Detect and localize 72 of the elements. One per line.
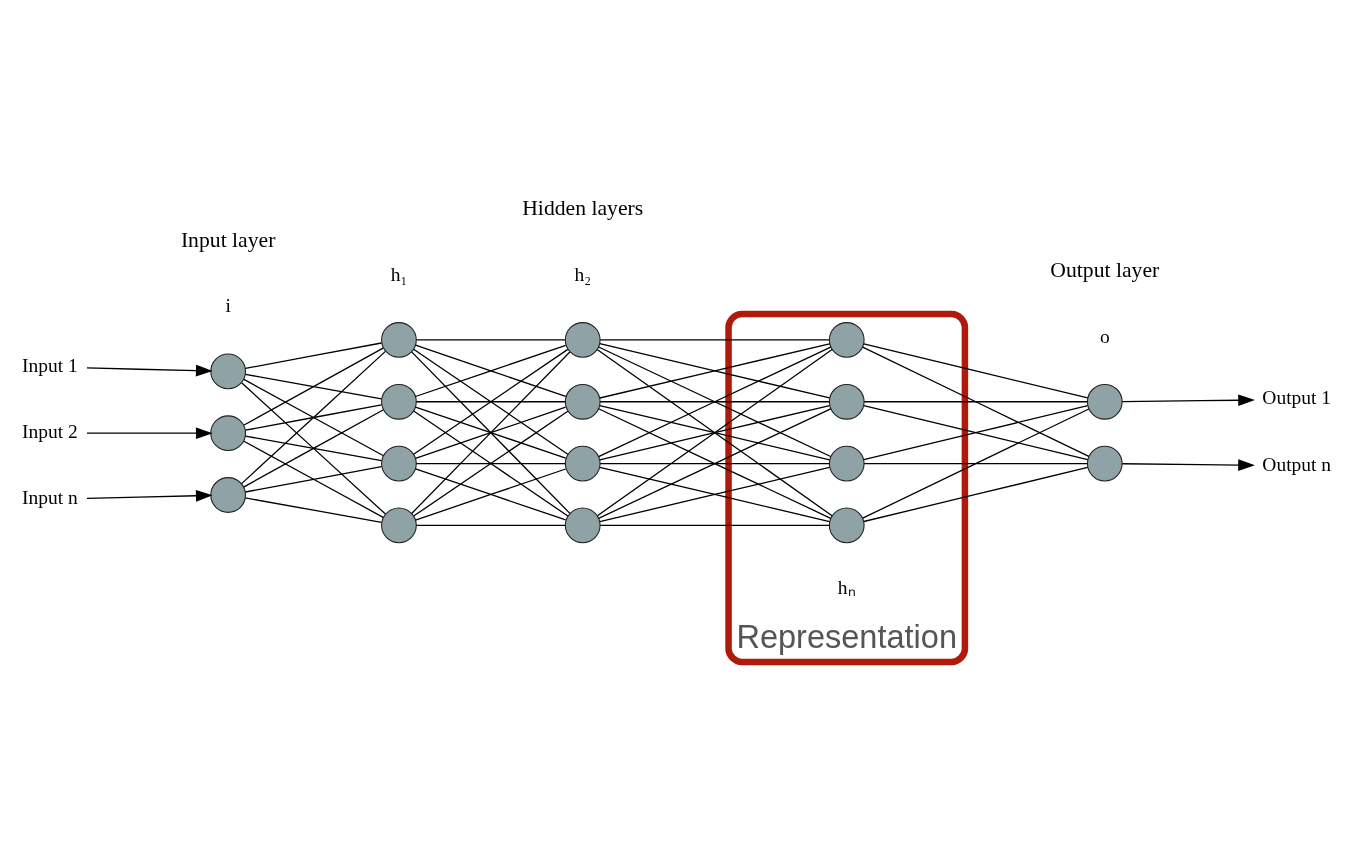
arrow — [86, 489, 213, 502]
connector — [242, 347, 384, 426]
node-circle — [564, 445, 601, 481]
node-circle — [828, 506, 865, 543]
connector — [243, 378, 384, 456]
node-circle — [828, 445, 865, 481]
connector — [863, 404, 1089, 460]
connector — [415, 524, 566, 526]
label: h₁ — [390, 263, 408, 285]
connector — [413, 348, 569, 455]
label: Hidden layers — [522, 195, 644, 220]
label: hₙ — [837, 576, 856, 598]
connector — [862, 346, 1090, 457]
connector — [244, 434, 383, 461]
connector — [598, 407, 832, 519]
node-circle — [564, 321, 601, 358]
node-circle — [381, 506, 417, 543]
node-circle — [381, 445, 417, 481]
connector — [243, 440, 384, 518]
label: Input layer — [180, 227, 276, 252]
connector — [862, 407, 1090, 519]
connector — [599, 462, 830, 464]
connector — [241, 350, 387, 484]
connector — [242, 408, 384, 488]
label: o — [1099, 325, 1110, 347]
connector — [241, 381, 387, 515]
connector — [414, 344, 567, 397]
node-circle — [828, 321, 865, 358]
node-circle — [210, 353, 247, 389]
node-circle — [381, 321, 417, 358]
connector — [411, 350, 571, 514]
label: Output layer — [1050, 257, 1160, 282]
node-text: Input 2 — [21, 420, 78, 442]
arrow — [86, 364, 213, 376]
node-circle — [381, 383, 417, 420]
connector — [863, 462, 1088, 464]
label: i — [225, 294, 231, 316]
connector — [244, 341, 383, 369]
node-text: Input n — [21, 486, 78, 508]
connector — [415, 400, 566, 402]
node-circle — [828, 383, 865, 420]
connector — [599, 524, 830, 526]
connector — [415, 462, 566, 464]
node-text: Output 1 — [1262, 386, 1332, 408]
node-circle — [210, 414, 247, 451]
connector — [599, 466, 831, 522]
connector — [599, 342, 831, 399]
node-circle — [564, 383, 601, 420]
node-circle — [1086, 383, 1123, 420]
node-circle — [564, 506, 601, 543]
node-circle — [210, 476, 247, 513]
node-text: Output n — [1262, 453, 1332, 475]
arrow — [1121, 458, 1255, 471]
connector — [244, 403, 383, 431]
connector — [599, 400, 830, 402]
connector — [863, 466, 1089, 522]
connector — [244, 373, 383, 399]
arrow — [1121, 393, 1255, 406]
connector — [244, 496, 383, 523]
node-circle — [1086, 445, 1123, 481]
connector — [598, 345, 832, 457]
connector — [863, 400, 1088, 402]
node-text: Input 1 — [21, 354, 78, 376]
connector — [863, 342, 1089, 399]
connector — [244, 465, 383, 493]
connector — [599, 338, 830, 341]
arrow — [86, 426, 213, 439]
connector — [599, 404, 831, 460]
connector — [414, 467, 567, 521]
label: h₂ — [574, 263, 591, 285]
connector — [415, 338, 566, 341]
connector — [596, 348, 833, 516]
